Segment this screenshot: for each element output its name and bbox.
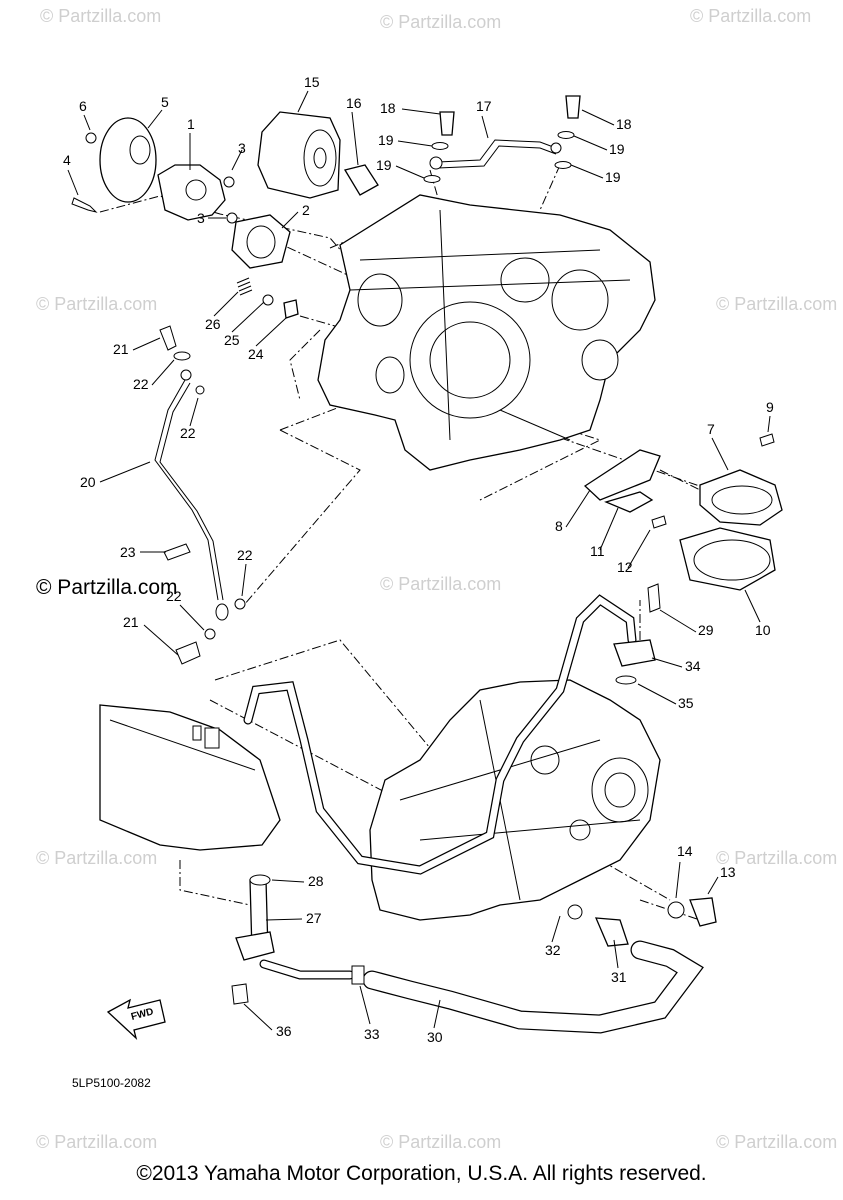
callout-11: 11: [590, 543, 605, 559]
callout-8: 8: [555, 518, 563, 534]
watermark: © Partzilla.com: [716, 1132, 837, 1152]
callout-27: 27: [306, 910, 322, 926]
callout-21b: 21: [123, 614, 139, 630]
upper-crankcase: [317, 194, 656, 471]
watermark: © Partzilla.com: [36, 848, 157, 868]
callout-35: 35: [678, 695, 694, 711]
watermark-prominent: © Partzilla.com: [36, 576, 178, 599]
callout-33: 33: [364, 1026, 380, 1042]
callout-23: 23: [120, 544, 136, 560]
oil-hoses: [243, 583, 717, 1034]
callout-leaders: [67, 90, 771, 1031]
lower-crankcase: [369, 679, 661, 921]
callout-21: 21: [113, 341, 129, 357]
oil-filter: [257, 111, 379, 199]
oil-pipe-left: [154, 325, 246, 665]
callout-22c: 22: [237, 547, 253, 563]
oil-pipe-upper: [429, 139, 562, 170]
oil-tank: [99, 704, 281, 851]
fwd-arrow: FWD: [106, 998, 166, 1040]
watermark: © Partzilla.com: [716, 294, 837, 314]
callout-6: 6: [79, 98, 87, 114]
callout-31: 31: [611, 969, 627, 985]
bolts-and-washers: [423, 95, 581, 183]
callout-19d: 19: [605, 169, 621, 185]
copyright-notice: ©2013 Yamaha Motor Corporation, U.S.A. A…: [136, 1162, 707, 1185]
callout-10: 10: [755, 622, 771, 638]
callout-20: 20: [80, 474, 96, 490]
diagram-code: 5LP5100-2082: [72, 1076, 151, 1090]
callout-19: 19: [378, 132, 394, 148]
callout-17: 17: [476, 98, 492, 114]
callout-14: 14: [677, 843, 693, 859]
gasket: [231, 214, 291, 269]
callout-5: 5: [161, 94, 169, 110]
callout-15: 15: [304, 74, 320, 90]
callout-36: 36: [276, 1023, 292, 1039]
callout-3b: 3: [197, 210, 205, 226]
callout-labels: 1 2 3 3 4 5 6 7 8 9 10 11 12 13 14 15 16…: [63, 74, 774, 1045]
callout-34: 34: [685, 658, 701, 674]
oil-tank-outlet: [231, 874, 365, 1005]
callout-26: 26: [205, 316, 221, 332]
strainer-cover: [583, 433, 783, 591]
watermark: © Partzilla.com: [36, 294, 157, 314]
watermark: © Partzilla.com: [40, 6, 161, 26]
oil-pump: [71, 117, 238, 224]
callout-7: 7: [707, 421, 715, 437]
watermark: © Partzilla.com: [36, 1132, 157, 1152]
callout-30: 30: [427, 1029, 443, 1045]
callout-13: 13: [720, 864, 736, 880]
callout-29: 29: [698, 622, 714, 638]
callout-22: 22: [133, 376, 149, 392]
callout-28: 28: [308, 873, 324, 889]
callout-12: 12: [617, 559, 633, 575]
callout-2: 2: [302, 202, 310, 218]
callout-9: 9: [766, 399, 774, 415]
callout-25: 25: [224, 332, 240, 348]
callout-18b: 18: [616, 116, 632, 132]
watermark: © Partzilla.com: [380, 1132, 501, 1152]
watermark: © Partzilla.com: [690, 6, 811, 26]
watermark: © Partzilla.com: [380, 574, 501, 594]
callout-3: 3: [238, 140, 246, 156]
watermark: © Partzilla.com: [380, 12, 501, 32]
callout-24: 24: [248, 346, 264, 362]
callout-32: 32: [545, 942, 561, 958]
callout-16: 16: [346, 95, 362, 111]
callout-19c: 19: [609, 141, 625, 157]
callout-22b: 22: [180, 425, 196, 441]
callout-22d: 22: [166, 588, 182, 604]
watermark: © Partzilla.com: [716, 848, 837, 868]
callout-18: 18: [380, 100, 396, 116]
callout-19b: 19: [376, 157, 392, 173]
callout-4: 4: [63, 152, 71, 168]
callout-1: 1: [187, 116, 195, 132]
spring-ball-plug: [236, 277, 299, 319]
